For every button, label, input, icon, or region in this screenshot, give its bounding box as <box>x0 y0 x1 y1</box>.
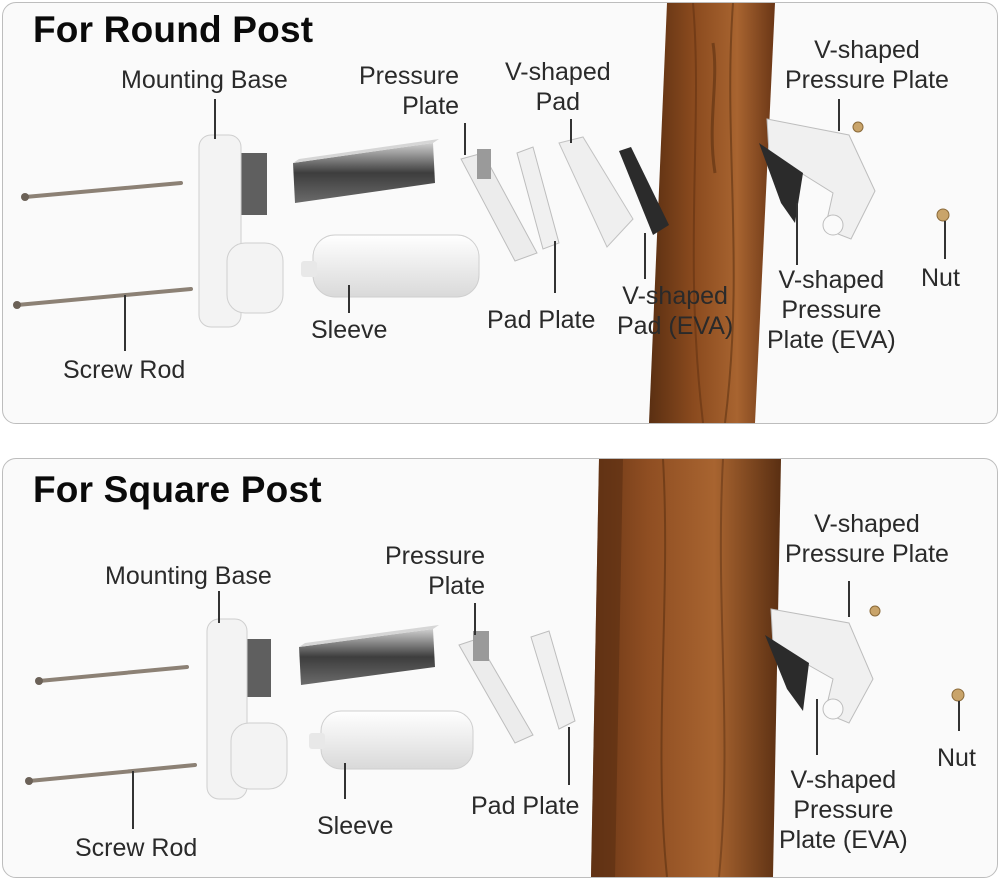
v-shaped-pad-eva <box>619 147 669 235</box>
label-pad-plate: Pad Plate <box>471 792 580 820</box>
label-mounting-base: Mounting Base <box>105 562 272 590</box>
pressure-tray <box>293 139 439 203</box>
label-nut: Nut <box>937 744 976 772</box>
pad-plate <box>516 146 560 250</box>
screw-rod-top <box>21 181 183 201</box>
label-sleeve: Sleeve <box>317 812 394 840</box>
nut-small <box>852 121 864 133</box>
mounting-base <box>198 134 284 328</box>
label-screw-rod: Screw Rod <box>75 834 198 862</box>
v-shaped-pressure-plate <box>759 118 876 240</box>
nut <box>951 688 965 702</box>
mounting-base <box>206 618 288 800</box>
pressure-plate <box>458 631 534 744</box>
pressure-plate <box>460 149 538 262</box>
pad-plate <box>530 630 576 730</box>
round-post-exploded-view <box>13 3 950 423</box>
square-wooden-post <box>591 459 781 877</box>
leader-lines <box>132 581 960 829</box>
nut <box>936 208 950 222</box>
screw-rod-bottom <box>25 763 197 785</box>
screw-rod-bottom <box>13 287 193 309</box>
v-shaped-pressure-plate <box>765 608 874 724</box>
leader-lines <box>124 99 946 351</box>
v-shaped-pad <box>558 136 634 248</box>
square-post-title: For Square Post <box>33 469 322 510</box>
round-wooden-post <box>649 3 775 423</box>
screw-rod-top <box>35 665 189 685</box>
pressure-tray <box>299 625 439 685</box>
nut-small <box>869 605 881 617</box>
label-nut: Nut <box>921 264 960 292</box>
sleeve <box>301 234 480 298</box>
label-screw-rod: Screw Rod <box>63 356 186 384</box>
square-post-exploded-view <box>25 459 965 877</box>
label-pad-plate: Pad Plate <box>487 306 596 334</box>
round-post-title: For Round Post <box>33 9 314 50</box>
sleeve <box>309 710 474 770</box>
label-mounting-base: Mounting Base <box>121 66 288 94</box>
label-sleeve: Sleeve <box>311 316 388 344</box>
